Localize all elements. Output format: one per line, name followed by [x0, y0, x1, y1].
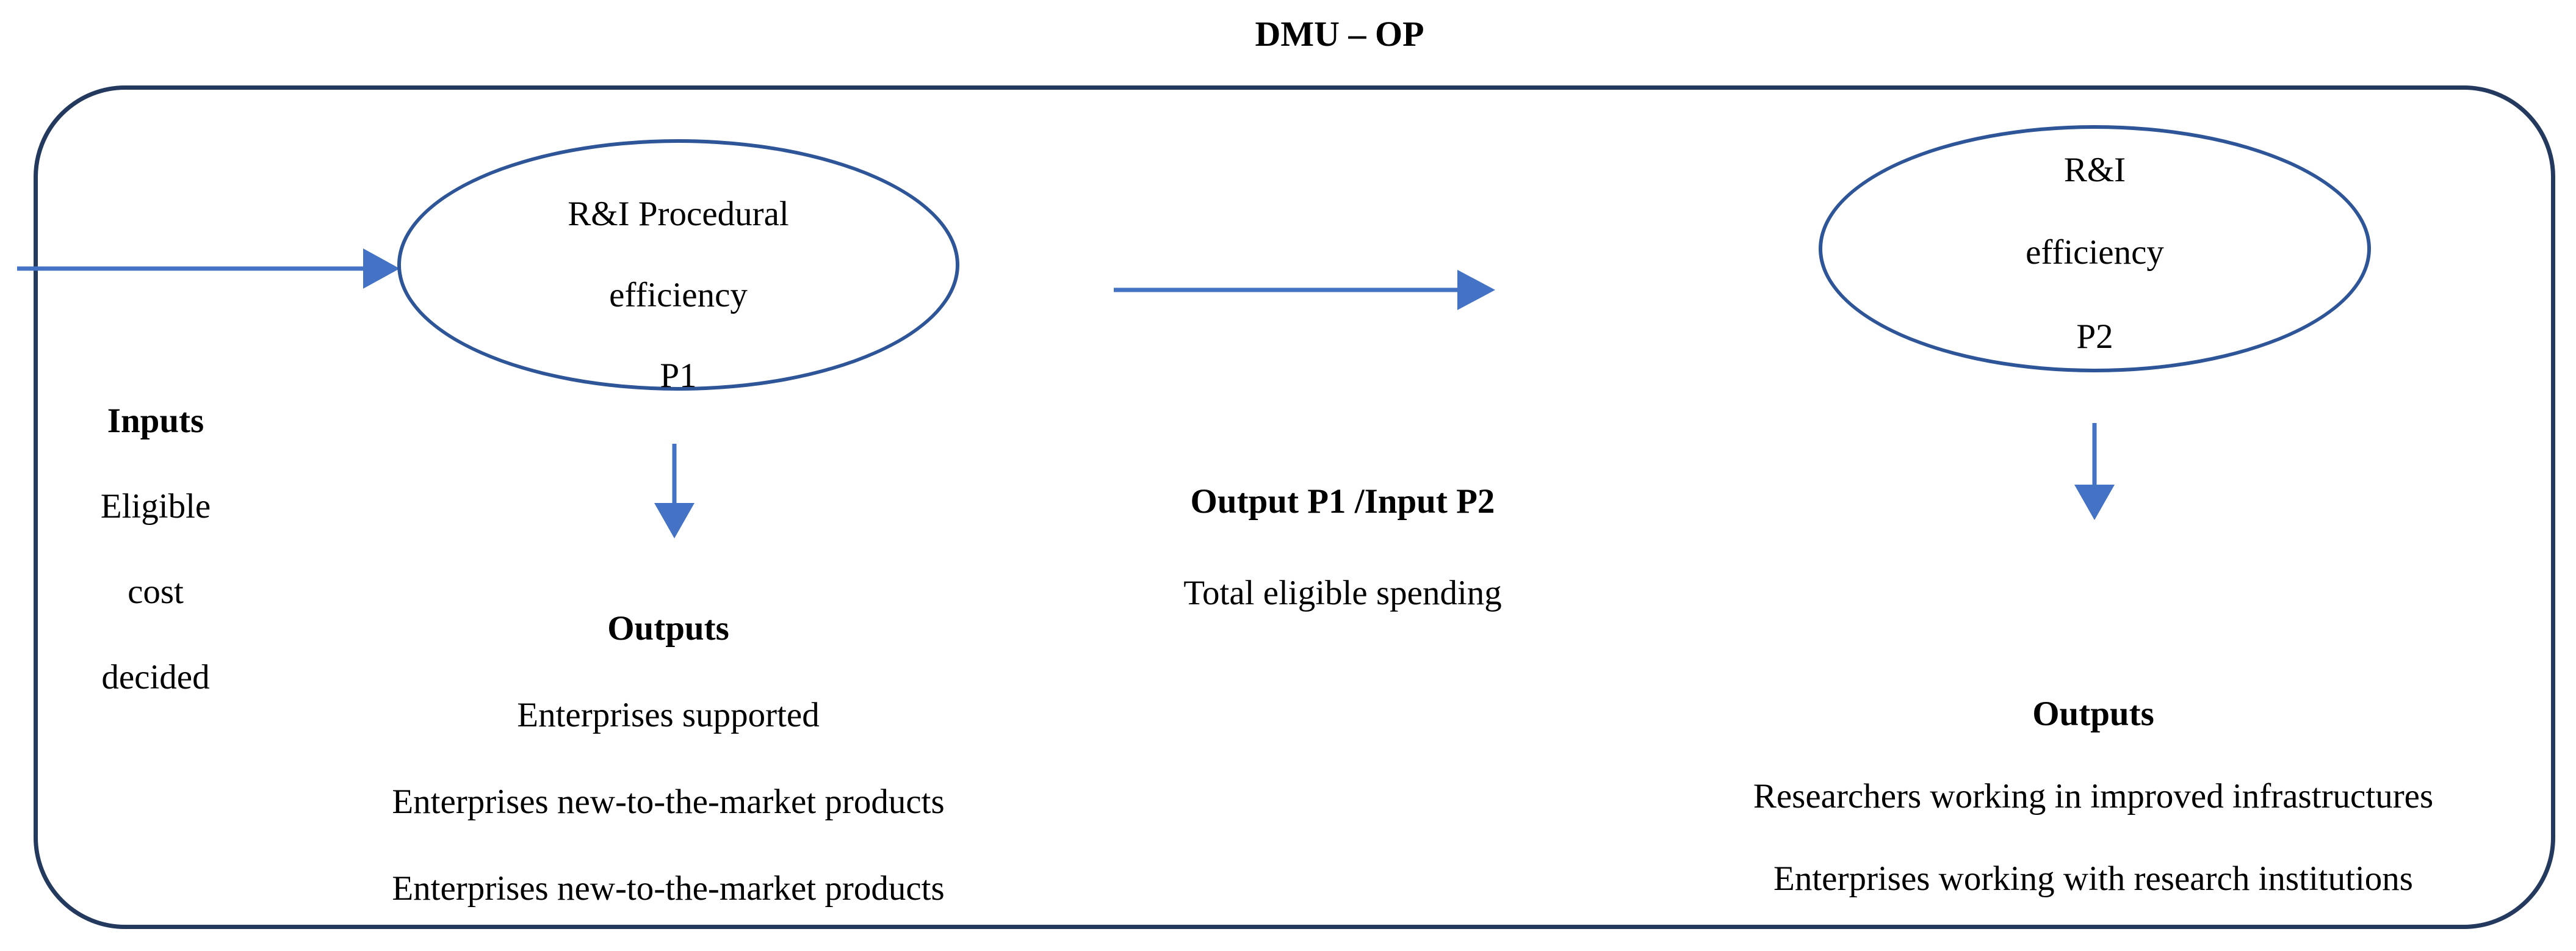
inputs-item-3: decided: [101, 658, 210, 696]
p2-ellipse-line-1: R&I: [2063, 151, 2126, 189]
process-p1-ellipse: R&I Procedural efficiency P1: [397, 139, 959, 395]
outputs-p1-item-3: Enterprises new-to-the-market products: [392, 869, 945, 908]
outputs-p1-item-2: Enterprises new-to-the-market products: [392, 783, 945, 821]
inputs-item-1: Eligible: [100, 487, 211, 526]
outputs-p2-heading: Outputs: [2032, 695, 2154, 733]
outputs-p2-item-2: Enterprises working with research instit…: [1773, 859, 2413, 898]
inputs-item-2: cost: [128, 573, 184, 611]
outputs-p2-block: Outputs Researchers working in improved …: [1599, 673, 2576, 920]
outputs-p2-item-1: Researchers working in improved infrastr…: [1753, 777, 2434, 815]
inputs-block: Inputs Eligible cost decided: [24, 378, 287, 720]
outputs-p1-item-1: Enterprises supported: [517, 696, 820, 734]
p2-ellipse-line-3: P2: [2076, 317, 2113, 356]
process-p2-ellipse: R&I efficiency P2: [1819, 125, 2371, 372]
link-item-1: Total eligible spending: [1183, 574, 1502, 612]
outputs-p1-block: Outputs Enterprises supported Enterprise…: [256, 585, 1080, 932]
outputs-p1-heading: Outputs: [607, 609, 729, 648]
p1-ellipse-line-1: R&I Procedural: [568, 195, 789, 233]
diagram-title: DMU – OP: [1255, 14, 1424, 54]
p1-p2-link-block: Output P1 /Input P2 Total eligible spend…: [1050, 456, 1636, 639]
link-heading: Output P1 /Input P2: [1190, 482, 1495, 521]
p2-ellipse-line-2: efficiency: [2026, 233, 2164, 272]
p1-ellipse-line-2: efficiency: [609, 276, 748, 314]
dmu-frame: [34, 85, 2555, 929]
inputs-heading: Inputs: [107, 402, 204, 440]
p1-ellipse-line-3: P1: [660, 356, 697, 395]
